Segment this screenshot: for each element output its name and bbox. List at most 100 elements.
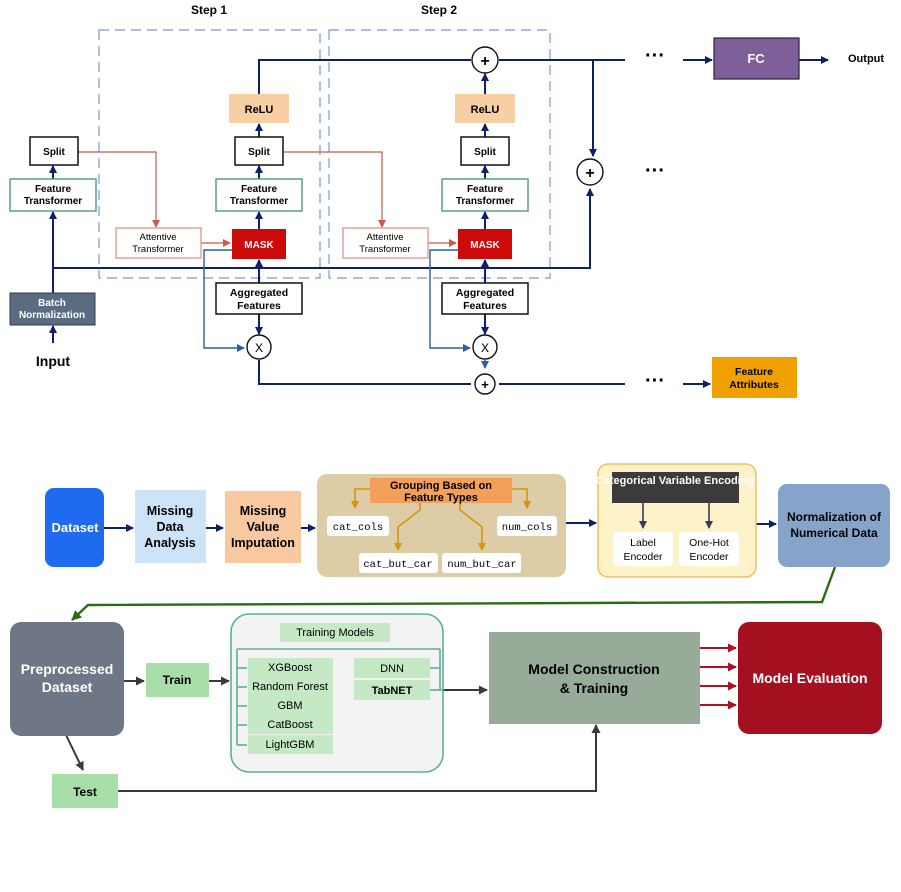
split2-label: Split bbox=[474, 147, 496, 158]
dataset-box bbox=[45, 488, 104, 567]
batch-normalization-box bbox=[9, 292, 96, 326]
relu-1 bbox=[229, 94, 289, 123]
fc-box bbox=[713, 37, 800, 80]
split-1 bbox=[234, 136, 284, 166]
preprocessed-line1: Preprocessed bbox=[21, 661, 114, 677]
model-catboost bbox=[248, 715, 333, 734]
train-box bbox=[146, 663, 209, 697]
grouping-header bbox=[370, 478, 512, 503]
num-cols-chip bbox=[497, 516, 557, 536]
mda-line3: Analysis bbox=[144, 536, 195, 550]
output-label: Output bbox=[848, 53, 884, 65]
mda-line1: Missing bbox=[147, 504, 194, 518]
agg1-line2: Features bbox=[237, 300, 281, 312]
model-construction-line1: Model Construction bbox=[528, 661, 659, 677]
model-tabnet bbox=[354, 680, 430, 700]
ft1-line1: Feature bbox=[241, 184, 278, 195]
split1-label: Split bbox=[248, 147, 270, 158]
plus-attributes-symbol: + bbox=[481, 377, 489, 392]
attention-flow-lines bbox=[78, 151, 457, 247]
grouping-line1: Grouping Based on bbox=[390, 480, 492, 492]
mvi-line2: Value bbox=[247, 520, 280, 534]
feature-attributes-line2: Attributes bbox=[729, 379, 779, 391]
attentive-transformer-1 bbox=[115, 227, 202, 259]
grouping-branch-lines bbox=[351, 488, 531, 551]
model-gbm-label: GBM bbox=[277, 700, 302, 712]
label-encoder-box bbox=[613, 532, 673, 566]
at2-line1: Attentive bbox=[367, 232, 404, 243]
plus-output-symbol: + bbox=[480, 53, 489, 70]
step1-region bbox=[98, 29, 321, 279]
model-construction-line2: & Training bbox=[560, 680, 628, 696]
ft1-line2: Transformer bbox=[230, 196, 288, 207]
model-gbm bbox=[248, 696, 333, 715]
missing-data-analysis-box bbox=[135, 490, 206, 563]
num-but-car-label: num_but_car bbox=[447, 559, 516, 571]
ft2-line2: Transformer bbox=[456, 196, 514, 207]
multiply1-symbol: X bbox=[255, 341, 263, 355]
input-label: Input bbox=[36, 353, 71, 369]
plus-node-output bbox=[471, 46, 499, 74]
training-models-tree bbox=[236, 648, 443, 746]
categorical-encoding-header bbox=[612, 472, 739, 503]
label-encoder-line2: Encoder bbox=[623, 551, 663, 563]
ellipsis-bottom: ··· bbox=[645, 370, 665, 392]
main-flow-lines bbox=[49, 56, 829, 388]
training-models-header bbox=[280, 623, 390, 642]
model-lightgbm bbox=[248, 735, 333, 754]
encoding-branch-lines bbox=[639, 503, 713, 529]
fc-label: FC bbox=[747, 51, 765, 66]
model-construction-box bbox=[489, 632, 700, 724]
agg1-line1: Aggregated bbox=[230, 287, 288, 299]
multiply-node-1 bbox=[246, 334, 272, 360]
at2-line2: Transformer bbox=[359, 244, 410, 255]
model-random-forest bbox=[248, 677, 333, 696]
model-xgboost-label: XGBoost bbox=[268, 662, 312, 674]
aggregated-features-2 bbox=[441, 282, 529, 315]
cat-but-car-label: cat_but_car bbox=[363, 559, 432, 571]
plus-node-attributes bbox=[474, 373, 496, 395]
cat-cols-label: cat_cols bbox=[333, 522, 383, 534]
normalization-line2: Numerical Data bbox=[790, 526, 878, 540]
tabnet-architecture: Step 1 Step 2 bbox=[9, 3, 884, 398]
plus-middle-symbol: + bbox=[585, 165, 594, 182]
step2-region bbox=[328, 29, 551, 279]
mvi-line1: Missing bbox=[240, 504, 287, 518]
split-0 bbox=[29, 136, 79, 166]
step1-label: Step 1 bbox=[191, 3, 227, 17]
mask-1 bbox=[232, 229, 286, 259]
model-to-evaluation-arrows bbox=[700, 643, 737, 710]
ft2-line1: Feature bbox=[467, 184, 504, 195]
split-2 bbox=[460, 136, 510, 166]
agg2-line1: Aggregated bbox=[456, 287, 514, 299]
cat-but-car-chip bbox=[359, 553, 438, 573]
plus-node-middle bbox=[576, 158, 604, 186]
grouping-line2: Feature Types bbox=[404, 492, 478, 504]
ft0-line2: Transformer bbox=[24, 196, 82, 207]
agg2-line2: Features bbox=[463, 300, 507, 312]
model-dnn-label: DNN bbox=[380, 663, 404, 675]
normalization-box bbox=[778, 484, 890, 567]
mvi-line3: Imputation bbox=[231, 536, 295, 550]
relu-2 bbox=[455, 94, 515, 123]
feature-attributes-box bbox=[712, 357, 797, 398]
test-label: Test bbox=[73, 785, 97, 799]
train-label: Train bbox=[163, 673, 192, 687]
normalization-line1: Normalization of bbox=[787, 510, 882, 524]
batch-norm-line1: Batch bbox=[38, 298, 66, 309]
model-catboost-label: CatBoost bbox=[267, 719, 312, 731]
ft0-line1: Feature bbox=[35, 184, 72, 195]
attentive-transformer-2 bbox=[342, 227, 429, 259]
split0-label: Split bbox=[43, 147, 65, 158]
test-box bbox=[52, 774, 118, 808]
batch-norm-line2: Normalization bbox=[19, 310, 85, 321]
at1-line1: Attentive bbox=[140, 232, 177, 243]
preprocessed-line2: Dataset bbox=[42, 679, 93, 695]
num-cols-label: num_cols bbox=[502, 522, 552, 534]
model-evaluation-box bbox=[738, 622, 882, 734]
preprocessed-dataset-box bbox=[10, 622, 124, 736]
pipeline-row2-arrows bbox=[65, 676, 601, 792]
aggregated-features-1 bbox=[215, 282, 303, 315]
pipeline-row1-arrows bbox=[104, 519, 777, 532]
